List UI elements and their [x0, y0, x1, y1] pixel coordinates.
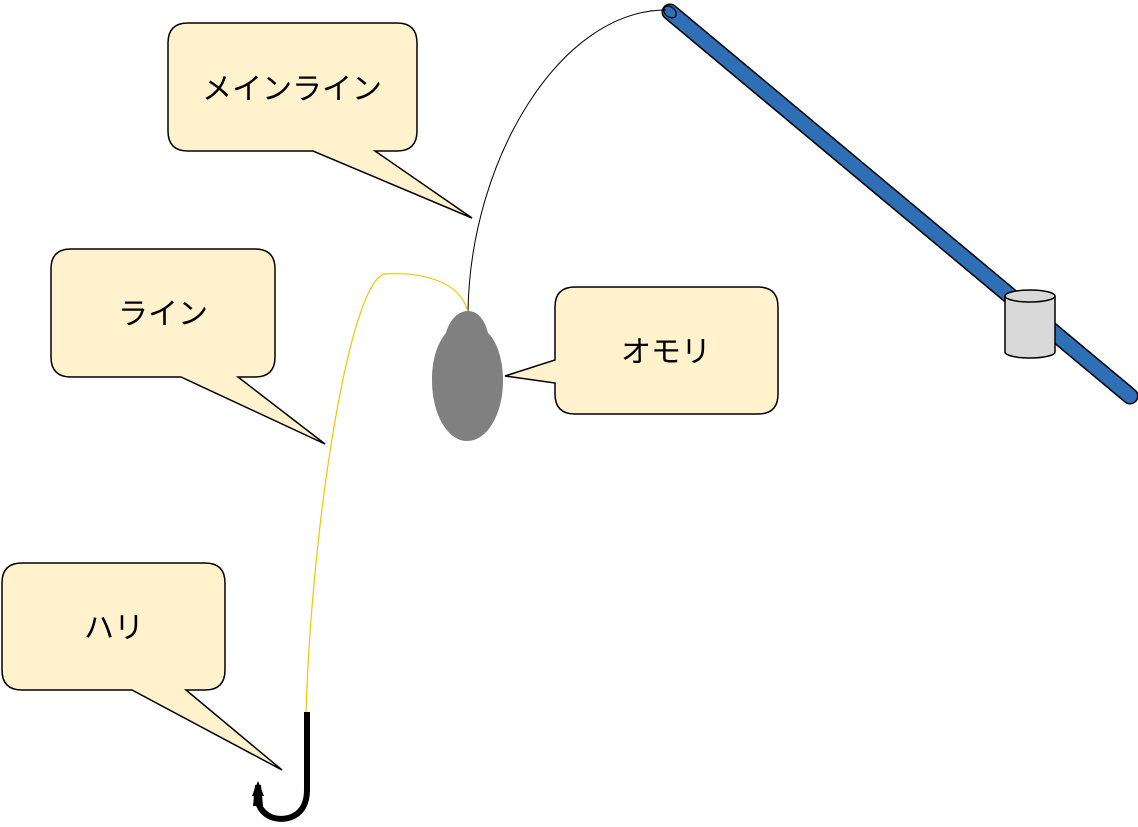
callout-sinker-label: オモリ	[621, 335, 711, 370]
callout-line: ライン	[50, 248, 326, 445]
sinker-weight	[432, 311, 503, 441]
callout-sinker: オモリ	[504, 286, 779, 415]
hook	[252, 712, 310, 822]
callout-hook: ハリ	[1, 562, 283, 771]
leader-line	[305, 273, 469, 713]
main-line	[467, 9, 667, 313]
callout-line-label: ライン	[118, 297, 208, 332]
callout-main-line-label: メインライン	[202, 72, 382, 107]
reel	[1004, 289, 1056, 359]
callout-main-line: メインライン	[167, 22, 473, 219]
callout-hook-label: ハリ	[84, 611, 144, 646]
